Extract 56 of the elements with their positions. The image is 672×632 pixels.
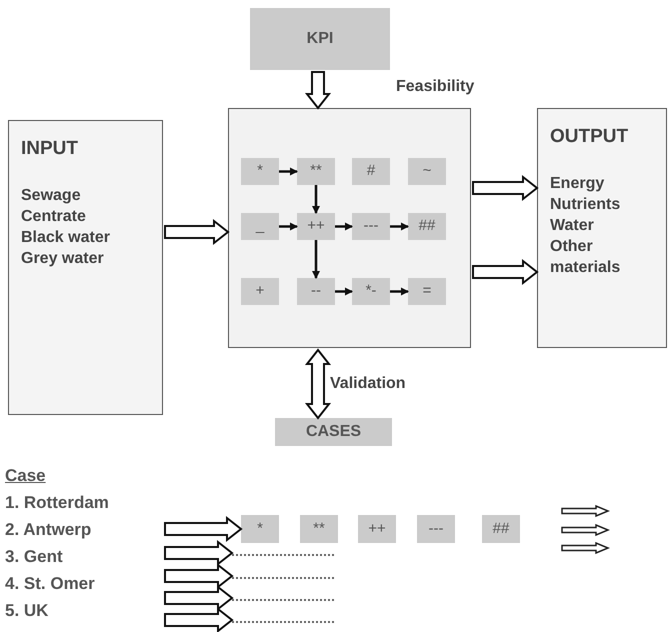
- list-item: Water: [550, 216, 595, 236]
- arrow: [390, 222, 409, 230]
- step-box: ~: [408, 158, 446, 185]
- list-item: Black water: [21, 228, 111, 248]
- process-panel: [228, 108, 471, 348]
- list-item: Centrate: [21, 207, 87, 227]
- step-box: ++: [297, 213, 335, 240]
- step-box: ##: [408, 213, 446, 240]
- list-item: Sewage: [21, 186, 82, 206]
- arrow: [279, 168, 298, 176]
- hollow-arrow: [164, 516, 243, 542]
- hollow-arrow: [164, 606, 234, 632]
- box-heading: OUTPUT: [550, 125, 630, 149]
- case-item: 5. UK: [5, 600, 50, 622]
- step-box: #: [352, 158, 390, 185]
- step-box: **: [297, 158, 335, 185]
- list-box: [537, 108, 667, 348]
- step-box: --: [297, 278, 335, 305]
- hollow-arrow: [472, 174, 539, 202]
- hollow-arrow: [164, 584, 234, 612]
- step-box: *-: [352, 278, 390, 305]
- arrow: [335, 288, 353, 296]
- step-box: =: [408, 278, 446, 305]
- step-box: ---: [352, 213, 390, 240]
- arrow: [335, 222, 353, 230]
- hollow-arrow: [304, 348, 332, 420]
- hollow-arrow: [164, 562, 234, 590]
- case-item: 1. Rotterdam: [5, 492, 109, 514]
- hollow-arrow: [164, 540, 234, 566]
- arrow: [312, 240, 320, 279]
- step-box: +: [241, 278, 279, 305]
- arrow: [279, 222, 298, 230]
- case-item: 2. Antwerp: [5, 519, 92, 541]
- list-item: Grey water: [21, 249, 105, 269]
- list-item: Energy: [550, 174, 606, 194]
- hollow-arrow: [164, 218, 230, 246]
- step-box: **: [300, 515, 338, 543]
- hollow-arrow: [304, 71, 332, 110]
- step-box: *: [241, 515, 279, 543]
- step-box: _: [241, 213, 279, 240]
- arrow: [390, 288, 409, 296]
- step-box: ##: [482, 515, 520, 543]
- list-item: Other materials: [550, 237, 622, 278]
- case-item: 4. St. Omer: [5, 573, 96, 595]
- box-heading: INPUT: [21, 137, 79, 161]
- step-box: ---: [417, 515, 455, 543]
- header-box: KPI: [250, 8, 390, 70]
- step-box: ++: [358, 515, 396, 543]
- list-heading: Case: [5, 465, 47, 487]
- case-item: 3. Gent: [5, 546, 64, 568]
- hollow-arrow: [472, 258, 539, 286]
- list-box: [8, 120, 163, 415]
- header-box: CASES: [275, 418, 392, 446]
- arrow: [312, 185, 320, 214]
- list-item: Nutrients: [550, 195, 622, 215]
- step-box: *: [241, 158, 279, 185]
